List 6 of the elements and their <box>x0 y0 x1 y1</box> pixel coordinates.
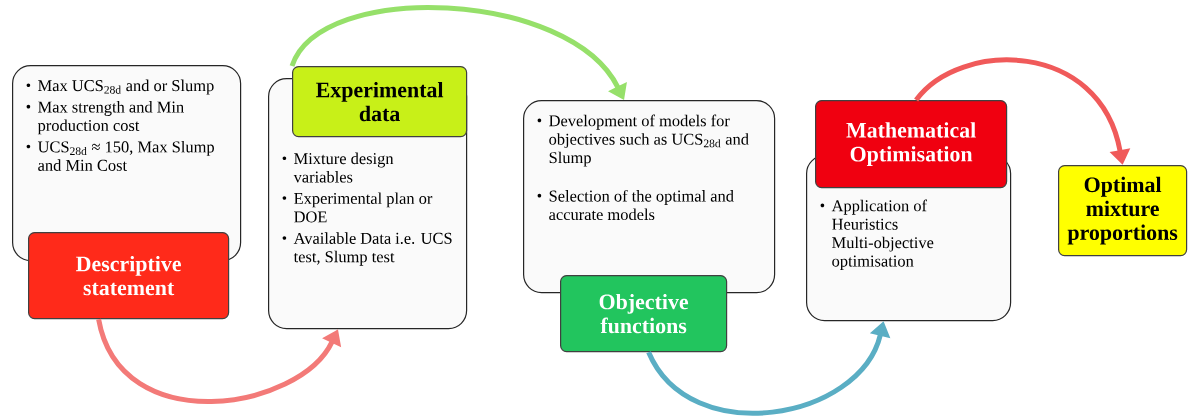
title-box: Mathematical Optimisation <box>815 100 1008 189</box>
title-box: Objective functions <box>560 275 728 353</box>
title-box: Optimal mixture proportions <box>1058 165 1188 257</box>
title-box: Experimental data <box>292 66 468 138</box>
text-panel: Development of models for objectives such as UCS$_{28d}$ and Slump Selection of the optimal and accurate models <box>523 100 776 294</box>
title-box: Descriptive statement <box>28 232 230 320</box>
